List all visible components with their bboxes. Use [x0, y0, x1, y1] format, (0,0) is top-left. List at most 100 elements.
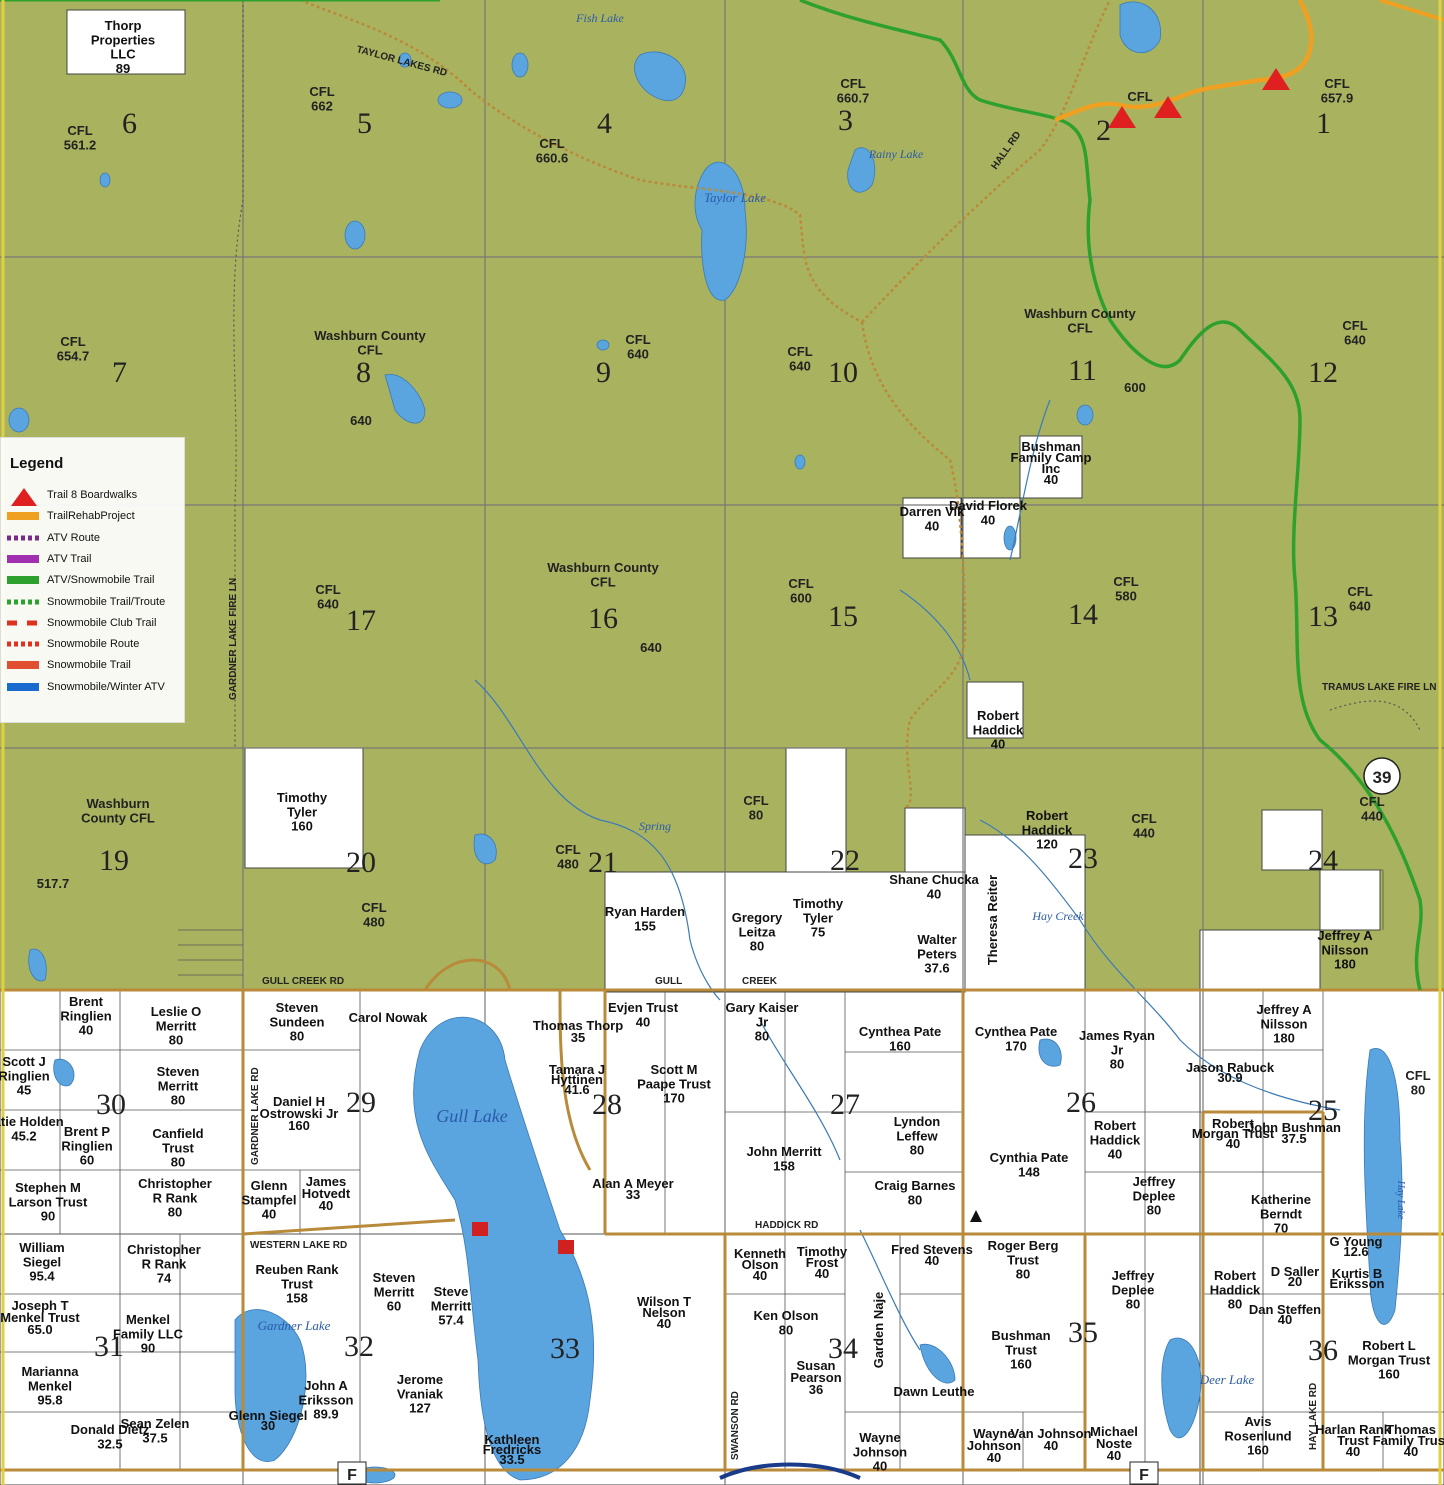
section-num: 34	[828, 1332, 858, 1365]
section-num: 31	[94, 1330, 124, 1363]
section-num: 21	[588, 846, 618, 879]
road-label: F	[347, 1467, 357, 1484]
gull-lake	[413, 1016, 595, 1481]
acreage-label: 517.7	[37, 876, 70, 891]
water-label: Deer Lake	[1199, 1372, 1255, 1387]
acreage-label: 640	[640, 640, 662, 655]
parcel-label: Dawn Leuthe	[894, 1384, 975, 1399]
water-label: Gardner Lake	[258, 1318, 331, 1333]
deer-lake	[1161, 1337, 1202, 1439]
section-num: 12	[1308, 356, 1338, 389]
legend-item: Snowmobile/Winter ATV	[7, 678, 165, 696]
section-num: 6	[122, 107, 137, 140]
section-num: 28	[592, 1088, 622, 1121]
legend-item: Trail 8 Boardwalks	[7, 486, 137, 506]
road-label: SWANSON RD	[730, 1391, 741, 1460]
section-num: 2	[1096, 114, 1111, 147]
roads	[0, 958, 1444, 1472]
section-num: 27	[830, 1088, 860, 1121]
section-num: 15	[828, 600, 858, 633]
water-label: Hay Lake	[1395, 1180, 1406, 1220]
hay-lake	[1363, 1048, 1403, 1325]
legend-symbol-icon	[7, 658, 41, 672]
section-num: 7	[112, 356, 127, 389]
section-num: 23	[1068, 842, 1098, 875]
legend-symbol-icon	[7, 680, 41, 694]
road-label: GARDNER LAKE RD	[250, 1067, 261, 1165]
section-num: 3	[838, 104, 853, 137]
legend-item: Snowmobile Route	[7, 635, 139, 653]
section-num: 29	[346, 1086, 376, 1119]
section-num: 19	[99, 844, 129, 877]
parcel-label: Garden Naje	[871, 1292, 886, 1369]
boardwalk-markers	[1108, 68, 1290, 128]
water-label: Spring	[639, 819, 671, 833]
section-numbers: 6 5 4 3 2 1 7 8 9 10 11 12 13 14 15 16 1…	[94, 104, 1338, 1367]
section-num: 25	[1308, 1094, 1338, 1127]
road-label: GARDNER LAKE FIRE LN	[228, 578, 239, 700]
section-num: 17	[346, 604, 376, 637]
section-num: 8	[356, 356, 371, 389]
section-num: 4	[597, 107, 612, 140]
legend-symbol-icon	[7, 509, 41, 523]
atv-snowmobile-trail	[799, 0, 1423, 991]
legend-item-label: Snowmobile Trail/Troute	[47, 595, 166, 608]
taylor-lake	[694, 161, 747, 301]
water-label: Fish Lake	[575, 11, 624, 25]
road-label: GULL CREEK RD	[262, 976, 344, 987]
section-num: 16	[588, 602, 618, 635]
section-num: 33	[550, 1332, 580, 1365]
